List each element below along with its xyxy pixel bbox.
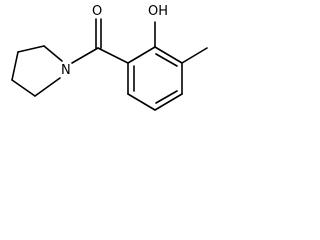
hydroxyl-label: OH [148,4,168,19]
bond-c6-c1 [127,46,156,64]
bond-methyl [181,47,208,64]
bond-c3-c4 [11,51,19,81]
amide-linkage [71,18,129,64]
pyrrolidine-ring [11,45,63,97]
bond-c2-c3 [17,45,45,53]
bond-carbonyl-c-ring [97,47,129,64]
bond-c3-c4-inner [155,90,178,104]
bond-c5-c6-inner [155,53,178,67]
bond-n-carbonyl-c [71,47,99,64]
bond-c2-c3 [127,93,156,111]
benzene-ring [127,46,183,111]
bond-c5-c6 [154,46,183,64]
chemical-structure-diagram: O OH N [11,4,208,111]
nitrogen-label: N [61,63,71,78]
bond-n-c2 [43,45,63,62]
bond-c4-c5 [11,79,36,97]
bond-c3-c4 [154,93,183,111]
bond-c5-n [34,77,61,97]
carbonyl-oxygen-label: O [92,4,102,19]
